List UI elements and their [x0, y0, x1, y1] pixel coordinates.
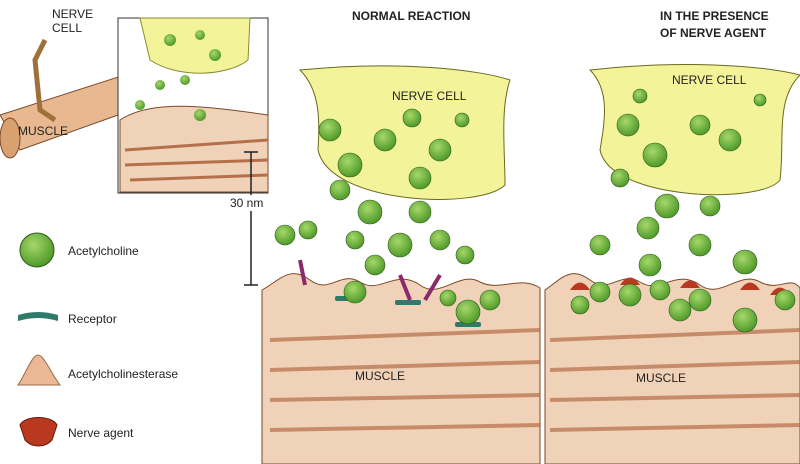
inset-overview: NERVE CELL MUSCLE [0, 7, 269, 194]
nerve-agent-icon [19, 417, 58, 447]
legend-receptor: Receptor [68, 312, 117, 326]
inset-nerve-label-2: CELL [52, 21, 82, 35]
scale-label: 30 nm [230, 196, 263, 210]
agent-panel: NERVE CELL MUSCLE [544, 64, 800, 464]
title-normal: NORMAL REACTION [352, 9, 470, 23]
muscle-label-agent: MUSCLE [636, 371, 686, 385]
nerve-cell-label-normal: NERVE CELL [392, 89, 467, 103]
legend-acetylcholine: Acetylcholine [68, 244, 139, 258]
receptor-icon [18, 312, 58, 321]
acetylcholine-icon [19, 232, 55, 268]
legend-acetylcholinesterase: Acetylcholinesterase [68, 367, 178, 381]
legend: Acetylcholine Receptor Acetylcholinester… [17, 232, 178, 447]
muscle-label-normal: MUSCLE [355, 369, 405, 383]
title-agent-1: IN THE PRESENCE [660, 9, 769, 23]
title-agent-2: OF NERVE AGENT [660, 26, 767, 40]
normal-panel: NERVE CELL MUSCLE [261, 65, 541, 464]
acetylcholinesterase-icon [17, 354, 62, 386]
inset-muscle-label: MUSCLE [18, 124, 68, 138]
legend-nerve-agent: Nerve agent [68, 426, 134, 440]
scale-bar: 30 nm [228, 151, 274, 286]
nerve-cell-label-agent: NERVE CELL [672, 73, 747, 87]
inset-nerve-label-1: NERVE [52, 7, 93, 21]
